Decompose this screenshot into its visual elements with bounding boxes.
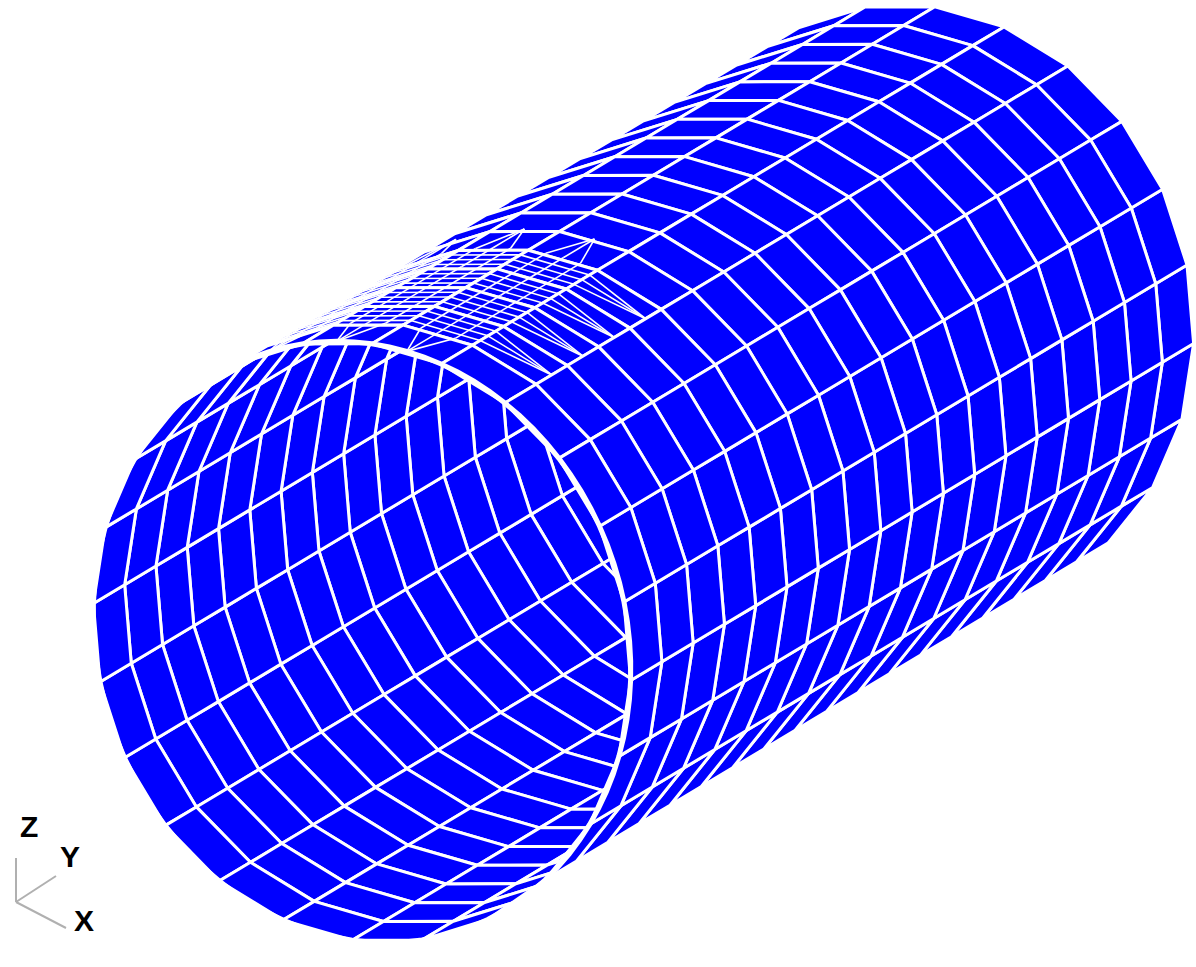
refined-mesh-line — [444, 248, 475, 267]
refined-mesh-line — [483, 272, 514, 291]
refined-mesh-line — [451, 254, 521, 256]
refined-mesh-line — [487, 301, 518, 320]
y-axis-line — [16, 876, 56, 902]
refined-mesh-line — [382, 286, 413, 305]
refined-mesh-line — [549, 263, 580, 282]
refined-mesh-line — [399, 285, 430, 304]
refined-mesh-line — [368, 304, 399, 323]
refined-mesh-line — [413, 267, 444, 286]
refined-mesh-line — [493, 229, 524, 248]
refined-mesh-line — [407, 333, 438, 352]
refined-mesh-line — [407, 338, 456, 351]
refined-mesh-line — [455, 320, 486, 339]
refined-mesh-line — [435, 263, 505, 265]
refined-mesh-line — [462, 248, 493, 267]
refined-mesh-line — [431, 266, 462, 285]
mesh-element — [134, 385, 210, 459]
axis-lines — [16, 858, 66, 928]
refined-mesh-line — [532, 258, 563, 277]
refined-mesh-line — [501, 276, 532, 295]
refined-mesh-line — [357, 310, 427, 312]
refined-mesh-line — [380, 296, 450, 298]
mesh-quad — [134, 385, 210, 459]
refined-mesh-line — [419, 273, 489, 275]
refined-mesh-line — [372, 301, 442, 303]
z-axis-line — [15, 858, 17, 902]
refined-mesh-line — [518, 282, 549, 301]
refined-mesh-line — [351, 305, 382, 324]
refined-mesh-line — [421, 310, 452, 329]
refined-mesh-line — [580, 239, 594, 263]
refined-mesh-line — [476, 229, 525, 248]
refined-mesh-line — [515, 253, 546, 272]
axis-label: Z — [20, 812, 38, 842]
refined-mesh-line — [469, 295, 500, 314]
axis-label: X — [74, 906, 94, 936]
refined-mesh-line — [443, 259, 513, 261]
refined-mesh-line — [511, 229, 525, 248]
mesh-faces — [93, 7, 1193, 940]
refined-mesh-line — [411, 277, 481, 279]
axis-label: Y — [60, 842, 80, 872]
refined-mesh-line — [341, 320, 411, 322]
refined-mesh-line — [438, 314, 469, 333]
refined-mesh-line — [404, 282, 474, 284]
refined-mesh-line — [388, 292, 458, 294]
x-axis-line — [16, 902, 66, 928]
front-rim — [93, 341, 630, 942]
refined-mesh-line — [349, 315, 419, 317]
refined-mesh-line — [452, 291, 483, 310]
